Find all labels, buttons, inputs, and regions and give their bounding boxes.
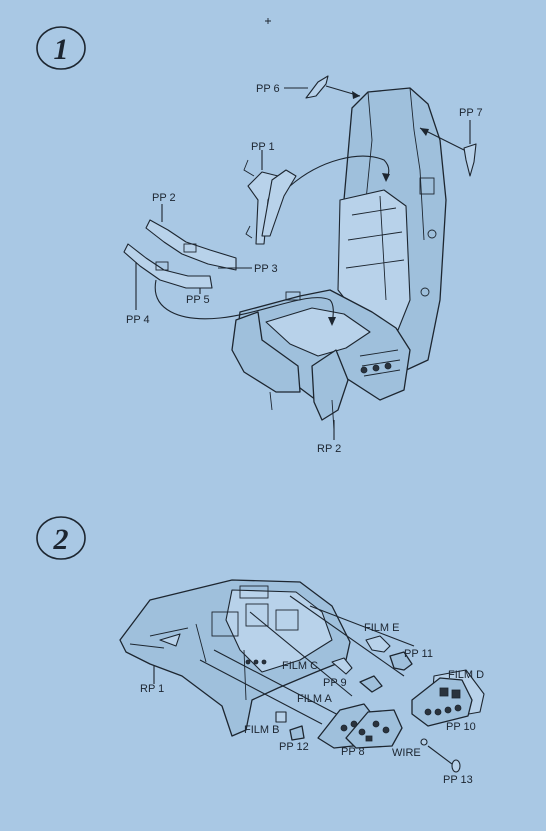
label-film-d: FILM D bbox=[448, 669, 484, 681]
label-pp10: PP 10 bbox=[446, 721, 476, 733]
cockpit-tub-rp1 bbox=[119, 579, 351, 737]
step-2-badge: 2 bbox=[36, 516, 86, 560]
part-pp4-pp5-strap bbox=[123, 243, 213, 289]
part-pp2-pp3-strap bbox=[145, 219, 237, 271]
step-2-number: 2 bbox=[53, 523, 69, 556]
part-pp7 bbox=[463, 143, 477, 177]
label-pp13: PP 13 bbox=[443, 774, 473, 786]
part-pp1 bbox=[243, 159, 297, 245]
label-wire: WIRE bbox=[392, 747, 421, 759]
label-rp1: RP 1 bbox=[140, 683, 164, 695]
part-pp11 bbox=[389, 651, 413, 671]
part-pp8 bbox=[317, 703, 403, 749]
part-film-c bbox=[331, 657, 353, 675]
ejection-seat-rp2 bbox=[231, 87, 447, 431]
label-pp9: PP 9 bbox=[323, 677, 347, 689]
part-pp10 bbox=[411, 677, 473, 727]
part-wire bbox=[420, 738, 428, 746]
label-pp3: PP 3 bbox=[254, 263, 278, 275]
part-film-e bbox=[365, 635, 391, 653]
part-pp6 bbox=[305, 75, 329, 99]
label-pp1: PP 1 bbox=[251, 141, 275, 153]
part-pp9 bbox=[359, 675, 383, 693]
part-film-b bbox=[275, 711, 287, 723]
label-film-a: FILM A bbox=[297, 693, 333, 705]
label-pp2: PP 2 bbox=[152, 192, 176, 204]
step-1-badge: 1 bbox=[36, 26, 86, 70]
label-pp6: PP 6 bbox=[256, 83, 280, 95]
label-film-b: FILM B bbox=[244, 724, 279, 736]
label-pp4: PP 4 bbox=[126, 314, 150, 326]
label-film-e: FILM E bbox=[364, 622, 399, 634]
label-film-c: FILM C bbox=[282, 660, 318, 672]
label-pp7: PP 7 bbox=[459, 107, 483, 119]
label-pp12: PP 12 bbox=[279, 741, 309, 753]
label-pp11: PP 11 bbox=[404, 648, 433, 660]
label-pp8: PP 8 bbox=[341, 746, 365, 758]
part-pp12 bbox=[289, 725, 305, 741]
label-rp2: RP 2 bbox=[317, 443, 341, 455]
label-pp5: PP 5 bbox=[186, 294, 210, 306]
step-1-number: 1 bbox=[54, 33, 69, 66]
part-pp13 bbox=[451, 759, 461, 773]
